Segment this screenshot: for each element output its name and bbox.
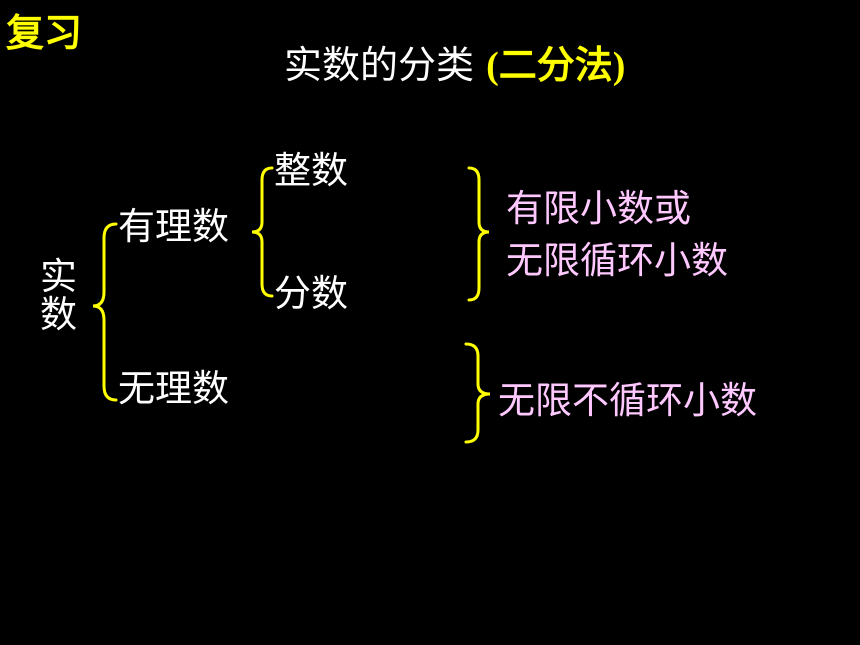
root-char-2: 数: [40, 293, 77, 336]
root-char-1: 实: [40, 255, 77, 298]
title-method: (二分法): [486, 45, 626, 87]
corner-label: 复习: [6, 11, 83, 55]
slide-title: 实数的分类 (二分法): [284, 46, 625, 85]
rational-brace: [251, 166, 274, 298]
integer-label: 整数: [274, 149, 348, 192]
rational-label: 有理数: [118, 205, 229, 248]
root-label: 实 数: [40, 258, 80, 334]
irrational-label: 无理数: [118, 367, 229, 410]
rational-note-line2: 无限循环小数: [506, 239, 728, 282]
fraction-label: 分数: [274, 272, 348, 315]
title-main: 实数的分类: [284, 43, 475, 87]
irrational-note: 无限不循环小数: [498, 379, 757, 422]
rational-note-brace: [467, 166, 490, 302]
rational-note-line1: 有限小数或: [506, 187, 691, 230]
root-brace: [92, 222, 118, 402]
irrational-note-brace: [464, 342, 491, 444]
